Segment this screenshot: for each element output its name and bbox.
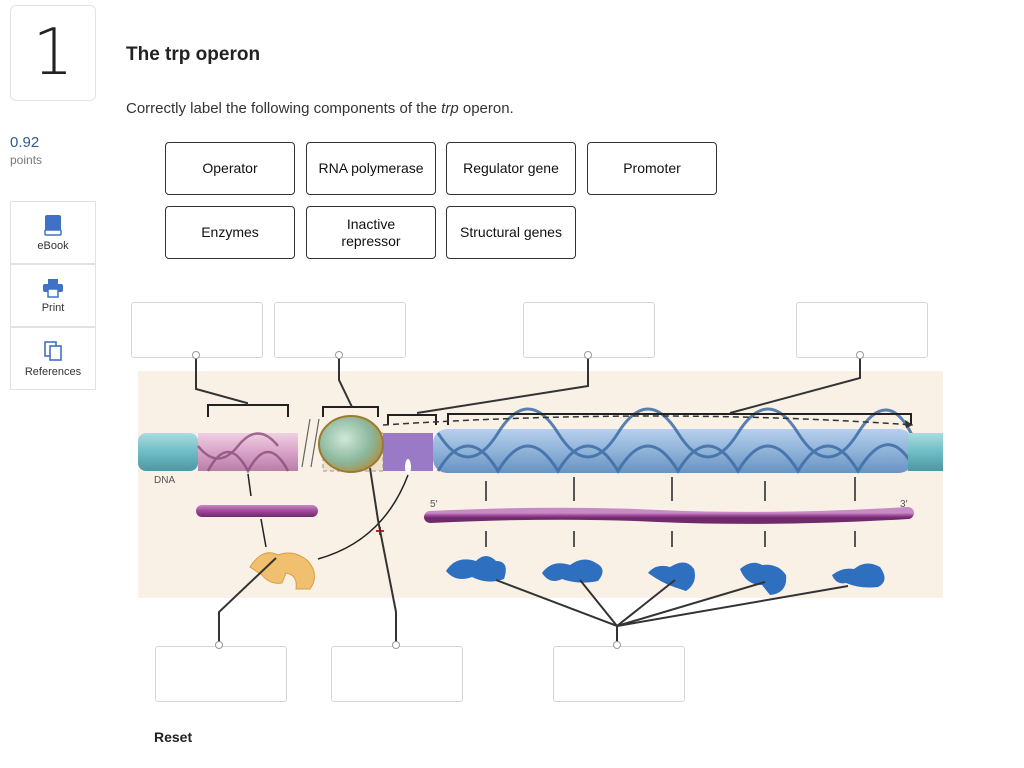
trp-operon-figure: DNA 5′ 3′ — [138, 371, 943, 598]
sidebar-item-print[interactable]: Print — [10, 264, 96, 327]
label-chip-rna-polymerase[interactable]: RNA polymerase — [306, 142, 436, 195]
label-chip-inactive-repressor[interactable]: Inactive repressor — [306, 206, 436, 259]
arrowhead — [905, 420, 913, 428]
label-chip-operator[interactable]: Operator — [165, 142, 295, 195]
anchor-dot — [392, 641, 400, 649]
copy-icon — [44, 340, 62, 361]
transcription-arrow — [382, 415, 914, 426]
question-title: The trp operon — [126, 44, 261, 65]
polycistronic-mrna — [424, 507, 914, 524]
question-number: 1 — [10, 5, 96, 101]
reset-button[interactable]: Reset — [154, 729, 193, 745]
drop-zone-rna-polymerase[interactable] — [331, 646, 463, 702]
repressor-binding-site — [405, 459, 411, 475]
regulator-mrna — [196, 505, 318, 517]
label-chip-enzymes[interactable]: Enzymes — [165, 206, 295, 259]
inactive-repressor-shape — [249, 552, 315, 590]
structural-strands — [436, 407, 915, 474]
anchor-dot — [215, 641, 223, 649]
dna-right-segment — [908, 433, 943, 471]
arrow-mrna-to-repressor — [260, 518, 267, 548]
translation-arrows — [485, 477, 856, 547]
drop-zone-structural-genes[interactable] — [796, 302, 928, 358]
drop-zone-regulator[interactable] — [131, 302, 263, 358]
sidebar-item-references[interactable]: References — [10, 327, 96, 390]
enzymes — [446, 556, 885, 595]
sidebar-item-label: eBook — [37, 239, 69, 252]
label-chip-regulator-gene[interactable]: Regulator gene — [446, 142, 576, 195]
promoter-bracket — [322, 406, 379, 417]
label-chip-promoter[interactable]: Promoter — [587, 142, 717, 195]
book-icon — [44, 214, 62, 236]
instruction-text: Correctly label the following components… — [126, 100, 442, 117]
five-prime-label: 5′ — [430, 499, 438, 510]
three-prime-label: 3′ — [900, 499, 908, 510]
points-label: points — [10, 153, 43, 167]
instruction-emphasis: trp — [441, 100, 459, 117]
anchor-dot — [856, 351, 864, 359]
repressor-to-operator-arrow — [317, 474, 409, 560]
instruction-text-end: operon. — [458, 100, 514, 117]
rna-polymerase — [318, 415, 384, 473]
drop-zone-enzymes[interactable] — [553, 646, 685, 702]
arrow-regulator-to-mrna — [247, 473, 252, 497]
dna-label: DNA — [154, 475, 175, 486]
anchor-dot — [584, 351, 592, 359]
dna-break-marks — [301, 418, 320, 468]
printer-icon — [43, 278, 63, 298]
anchor-dot — [335, 351, 343, 359]
sidebar-item-ebook[interactable]: eBook — [10, 201, 96, 264]
question-instruction: Correctly label the following components… — [126, 100, 514, 117]
sidebar-item-label: Print — [41, 301, 65, 314]
regulator-strands — [197, 432, 290, 474]
drop-zone-operator[interactable] — [523, 302, 655, 358]
label-chip-structural-genes[interactable]: Structural genes — [446, 206, 576, 259]
operator-bracket — [387, 414, 437, 425]
regulator-gene-dna — [198, 433, 298, 471]
anchor-dot — [613, 641, 621, 649]
anchor-dot — [192, 351, 200, 359]
drop-zone-inactive-repressor[interactable] — [155, 646, 287, 702]
points-value: 0.92 — [10, 134, 40, 151]
drop-zone-promoter[interactable] — [274, 302, 406, 358]
sidebar-item-label: References — [24, 365, 82, 378]
structural-genes-bracket — [447, 413, 912, 425]
dna-left-segment — [138, 433, 198, 471]
